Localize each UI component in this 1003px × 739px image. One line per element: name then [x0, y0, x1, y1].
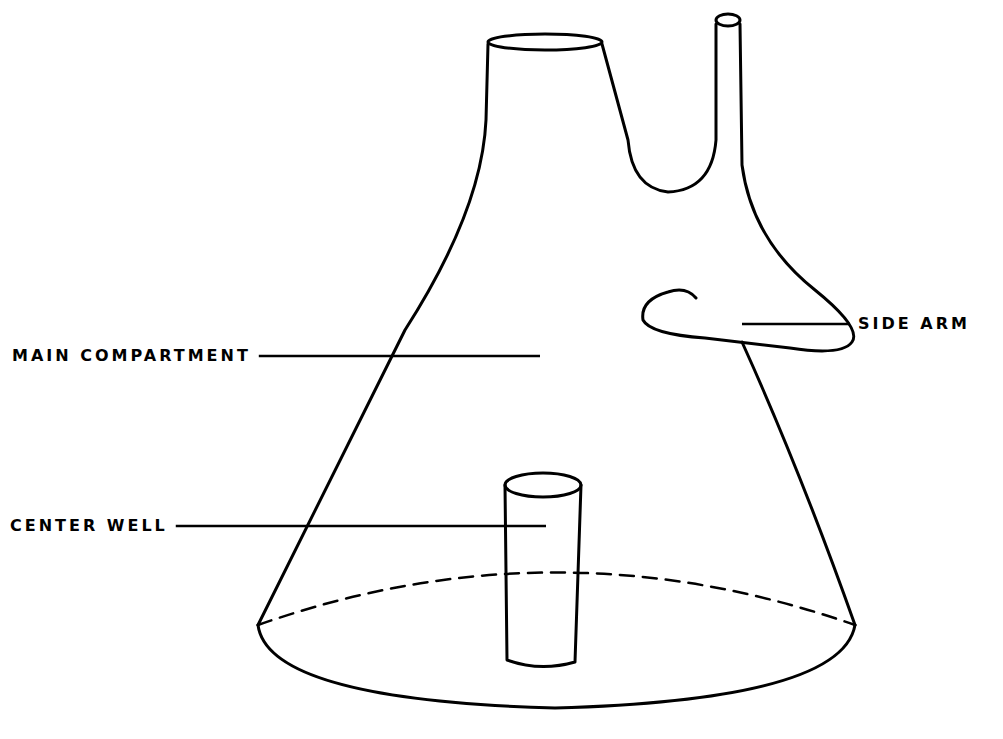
neck-opening [488, 34, 602, 50]
center-well-top [505, 473, 581, 497]
side-arm-outline [643, 24, 854, 351]
part-label: MAIN COMPARTMENT [12, 347, 251, 365]
leader-line [742, 323, 850, 326]
flask-right-neck [602, 24, 716, 192]
part-label: CENTER WELL [10, 517, 168, 535]
flask-left-wall [258, 44, 488, 625]
leader-line [259, 355, 540, 358]
flask-right-wall [742, 342, 855, 625]
flask-base-back [258, 573, 855, 626]
part-label: SIDE ARM [858, 315, 970, 333]
center-well-body [505, 485, 581, 667]
leader-line [176, 525, 546, 528]
side-arm-opening [716, 14, 740, 26]
